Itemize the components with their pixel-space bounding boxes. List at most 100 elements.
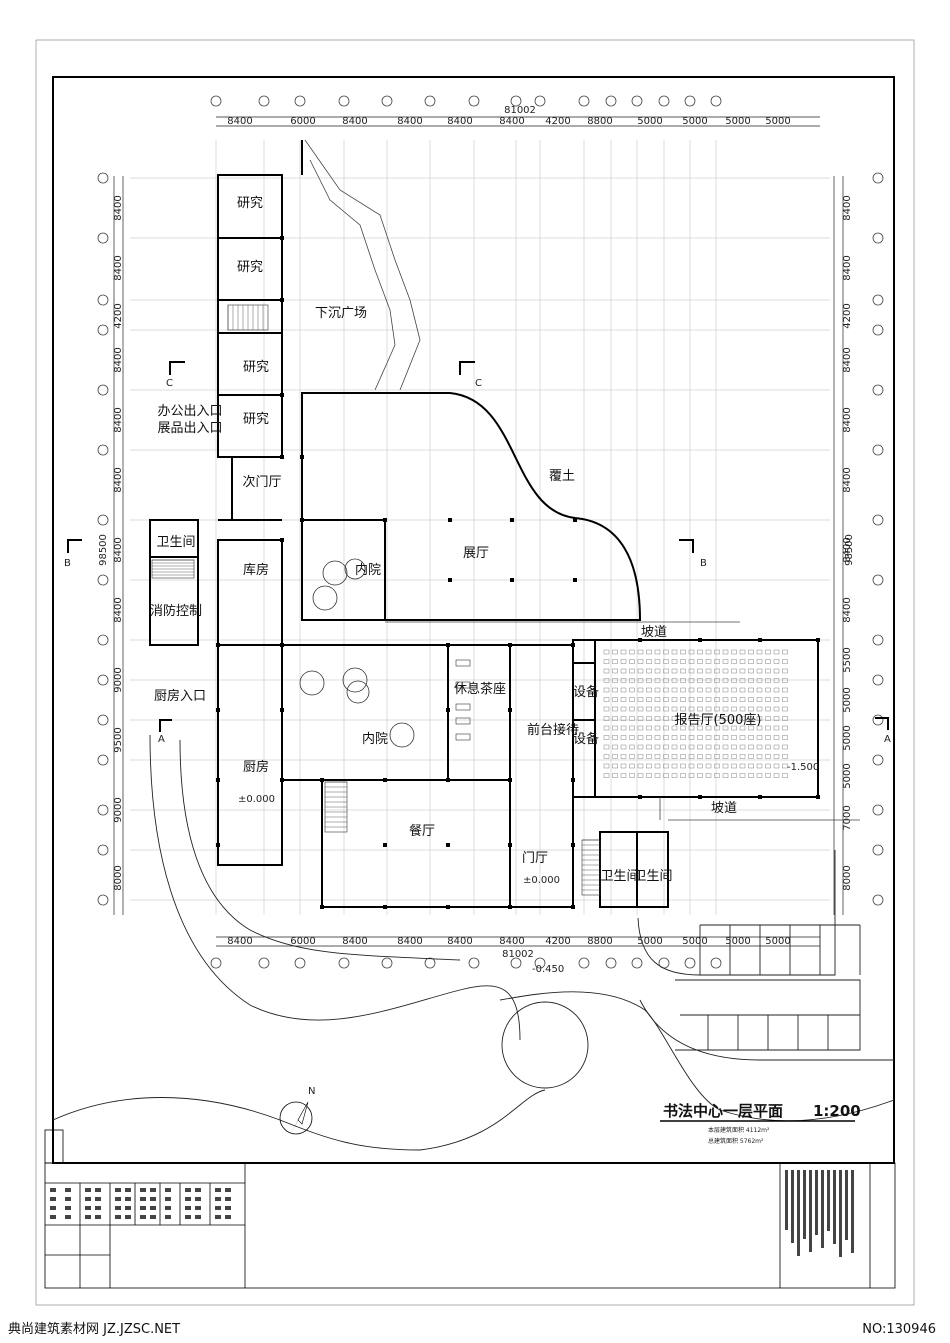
top-dimension: 5000 xyxy=(725,116,750,127)
bottom-dimension: 8400 xyxy=(342,936,367,947)
bottom-dimension: 5000 xyxy=(765,936,790,947)
left-dimension: 8400 xyxy=(113,195,124,220)
top-dimension: 4200 xyxy=(545,116,570,127)
left-dimension: 9500 xyxy=(113,727,124,752)
bottom-dimension: 8400 xyxy=(397,936,422,947)
kitchen-level: ±0.000 xyxy=(238,794,275,805)
right-dimension: 5000 xyxy=(842,725,853,750)
bottom-dimension: 4200 xyxy=(545,936,570,947)
left-dimension: 9000 xyxy=(113,667,124,692)
auditorium-level: -1.500 xyxy=(787,762,819,773)
bottom-total-dimension: 81002 xyxy=(502,949,534,960)
right-dimension: 8400 xyxy=(842,537,853,562)
sunken-plaza-contour xyxy=(304,139,421,391)
left-dimension: 8400 xyxy=(113,537,124,562)
top-dimension: 5000 xyxy=(765,116,790,127)
section-c-left: C xyxy=(166,378,173,389)
bottom-dimension: 8400 xyxy=(499,936,524,947)
footer-site: 典尚建筑素材网 JZ.JZSC.NET xyxy=(8,1322,181,1337)
left-dimension: 8400 xyxy=(113,347,124,372)
toilet-right-2-label: 卫生间 xyxy=(633,869,672,884)
top-dimension: 8400 xyxy=(397,116,422,127)
bottom-dimension: 8400 xyxy=(447,936,472,947)
toilet-right-1-label: 卫生间 xyxy=(600,869,639,884)
right-total-dimension: 98500 xyxy=(844,534,855,566)
site-roads xyxy=(52,734,895,1151)
left-dimension: 8400 xyxy=(113,467,124,492)
research-room-2-label: 研究 xyxy=(237,260,263,275)
bottom-dimension: 5000 xyxy=(725,936,750,947)
covered-soil-label: 覆土 xyxy=(549,469,575,484)
right-dimension: 5000 xyxy=(842,687,853,712)
section-b-right: B xyxy=(700,558,707,569)
lobby-label: 门厅 xyxy=(522,851,548,866)
top-dimension: 5000 xyxy=(682,116,707,127)
structural-grid xyxy=(130,140,830,915)
courtyard-trees xyxy=(299,558,415,748)
section-c-right: C xyxy=(475,378,482,389)
kitchen-entry-label: 厨房入口 xyxy=(154,688,206,704)
left-dimension: 8400 xyxy=(113,255,124,280)
right-dimension: 8400 xyxy=(842,467,853,492)
ramp-top-label: 坡道 xyxy=(641,625,667,640)
right-dimension: 8400 xyxy=(842,255,853,280)
toilet-left-label: 卫生间 xyxy=(156,535,195,550)
bottom-dimension: 8800 xyxy=(587,936,612,947)
storage-label: 库房 xyxy=(243,562,269,578)
top-dimension: 8400 xyxy=(447,116,472,127)
building-walls xyxy=(149,140,819,908)
fire-control-label: 消防控制 xyxy=(150,603,202,619)
right-dimension: 8400 xyxy=(842,597,853,622)
axis-bubbles xyxy=(97,95,884,969)
left-dimension: 8000 xyxy=(113,865,124,890)
bottom-dimension: 8400 xyxy=(227,936,252,947)
auditorium-seating xyxy=(603,649,788,778)
north-arrow-icon xyxy=(279,1101,313,1135)
columns xyxy=(216,236,820,909)
secondary-hall-label: 次门厅 xyxy=(242,474,281,490)
north-label: N xyxy=(308,1086,315,1097)
lobby-level: ±0.000 xyxy=(523,875,560,886)
right-dimension: 5000 xyxy=(842,763,853,788)
drawing-scale: 1:200 xyxy=(813,1102,861,1120)
courtyard-top-label: 内院 xyxy=(355,562,381,578)
section-markers xyxy=(67,361,889,732)
top-dimension: 8400 xyxy=(227,116,252,127)
tea-lounge-label: 休息茶座 xyxy=(454,681,506,697)
exhibition-hall-label: 展厅 xyxy=(463,546,489,561)
left-total-dimension: 98500 xyxy=(98,534,109,566)
office-entry-label: 办公出入口 xyxy=(157,404,222,419)
right-dimension: 5500 xyxy=(842,647,853,672)
outside-level: -0.450 xyxy=(532,964,564,975)
equipment-2-label: 设备 xyxy=(573,731,599,747)
left-dimension: 4200 xyxy=(113,303,124,328)
ramp-bottom-label: 坡道 xyxy=(711,801,737,816)
left-dimension: 8400 xyxy=(113,597,124,622)
section-a-left: A xyxy=(158,734,165,745)
auditorium-label: 报告厅(500座) xyxy=(675,713,762,728)
outer-sheet-border xyxy=(35,39,915,1306)
left-dimension: 9000 xyxy=(113,797,124,822)
right-dimension: 8400 xyxy=(842,347,853,372)
right-dimension: 7000 xyxy=(842,805,853,830)
dimension-lines xyxy=(113,116,844,947)
section-a-right: A xyxy=(884,734,891,745)
section-b-left: B xyxy=(64,558,71,569)
drawing-title: 书法中心一层平面 xyxy=(663,1102,783,1120)
sunken-plaza-label: 下沉广场 xyxy=(315,306,367,321)
bottom-dimension: 5000 xyxy=(637,936,662,947)
top-dimension: 8400 xyxy=(342,116,367,127)
total-area: 总建筑面积 5762m² xyxy=(708,1137,764,1145)
floor-area: 本层建筑面积 4112m² xyxy=(708,1126,770,1134)
left-dimension: 8400 xyxy=(113,407,124,432)
footer-number: NO:130946 xyxy=(862,1322,936,1337)
ramps xyxy=(385,621,860,821)
research-room-1-label: 研究 xyxy=(237,196,263,211)
reception-label: 前台接待 xyxy=(527,722,579,738)
research-room-4-label: 研究 xyxy=(243,412,269,427)
title-block xyxy=(44,1129,896,1289)
courtyard-mid-label: 内院 xyxy=(362,731,388,747)
top-dimension: 5000 xyxy=(637,116,662,127)
research-room-3-label: 研究 xyxy=(243,360,269,375)
